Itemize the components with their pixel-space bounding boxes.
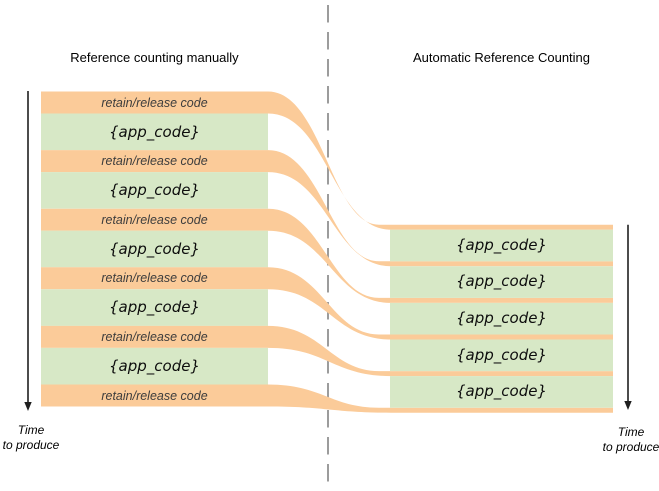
retain-release-ribbon-4 [41, 267, 613, 340]
app-code-band-right [390, 339, 613, 372]
retain-release-ribbon-3 [41, 208, 613, 303]
retain-release-ribbon-2 [41, 150, 613, 267]
app-code-band-label: {app_code} [109, 239, 200, 258]
app-code-band-left [41, 172, 268, 209]
time-label-line1: Time [17, 423, 45, 437]
retain-release-ribbon-1 [41, 91, 613, 230]
time-arrow-right [624, 224, 632, 410]
app-code-band-label: {app_code} [456, 382, 547, 401]
time-arrow-left [24, 91, 32, 411]
app-code-band-left [41, 113, 268, 151]
time-label-line1: Time [617, 425, 645, 439]
app-code-band-right [390, 229, 613, 262]
retain-release-band-label: retain/release code [101, 212, 208, 227]
retain-release-band-label: retain/release code [101, 329, 208, 344]
time-label-line2: to produce [602, 440, 659, 454]
app-code-band-right [390, 376, 613, 408]
left-column-title: Reference counting manually [70, 50, 239, 65]
time-to-produce-label-right: Time to produce [600, 425, 659, 455]
right-column-title: Automatic Reference Counting [412, 50, 591, 65]
app-code-band-label: {app_code} [109, 356, 200, 375]
retain-release-band-label: retain/release code [101, 95, 208, 110]
app-code-band-label: {app_code} [456, 345, 547, 364]
app-code-band-label: {app_code} [109, 181, 200, 200]
retain-release-band-label: retain/release code [101, 388, 208, 403]
time-label-line2: to produce [2, 438, 60, 452]
app-code-band-left [41, 289, 268, 326]
app-code-band-left [41, 230, 268, 268]
retain-release-ribbon-5 [41, 325, 613, 377]
app-code-band-label: {app_code} [456, 308, 547, 327]
retain-release-band-label: retain/release code [101, 154, 208, 169]
retain-release-ribbon-6 [41, 384, 613, 413]
app-code-band-right [390, 266, 613, 298]
app-code-band-label: {app_code} [456, 235, 547, 254]
app-code-band-label: {app_code} [109, 122, 200, 141]
app-code-band-right [390, 302, 613, 335]
retain-release-band-label: retain/release code [101, 271, 208, 286]
app-code-band-label: {app_code} [109, 298, 200, 317]
app-code-band-label: {app_code} [456, 272, 547, 291]
app-code-band-left [41, 347, 268, 385]
time-to-produce-label-left: Time to produce [0, 423, 62, 453]
